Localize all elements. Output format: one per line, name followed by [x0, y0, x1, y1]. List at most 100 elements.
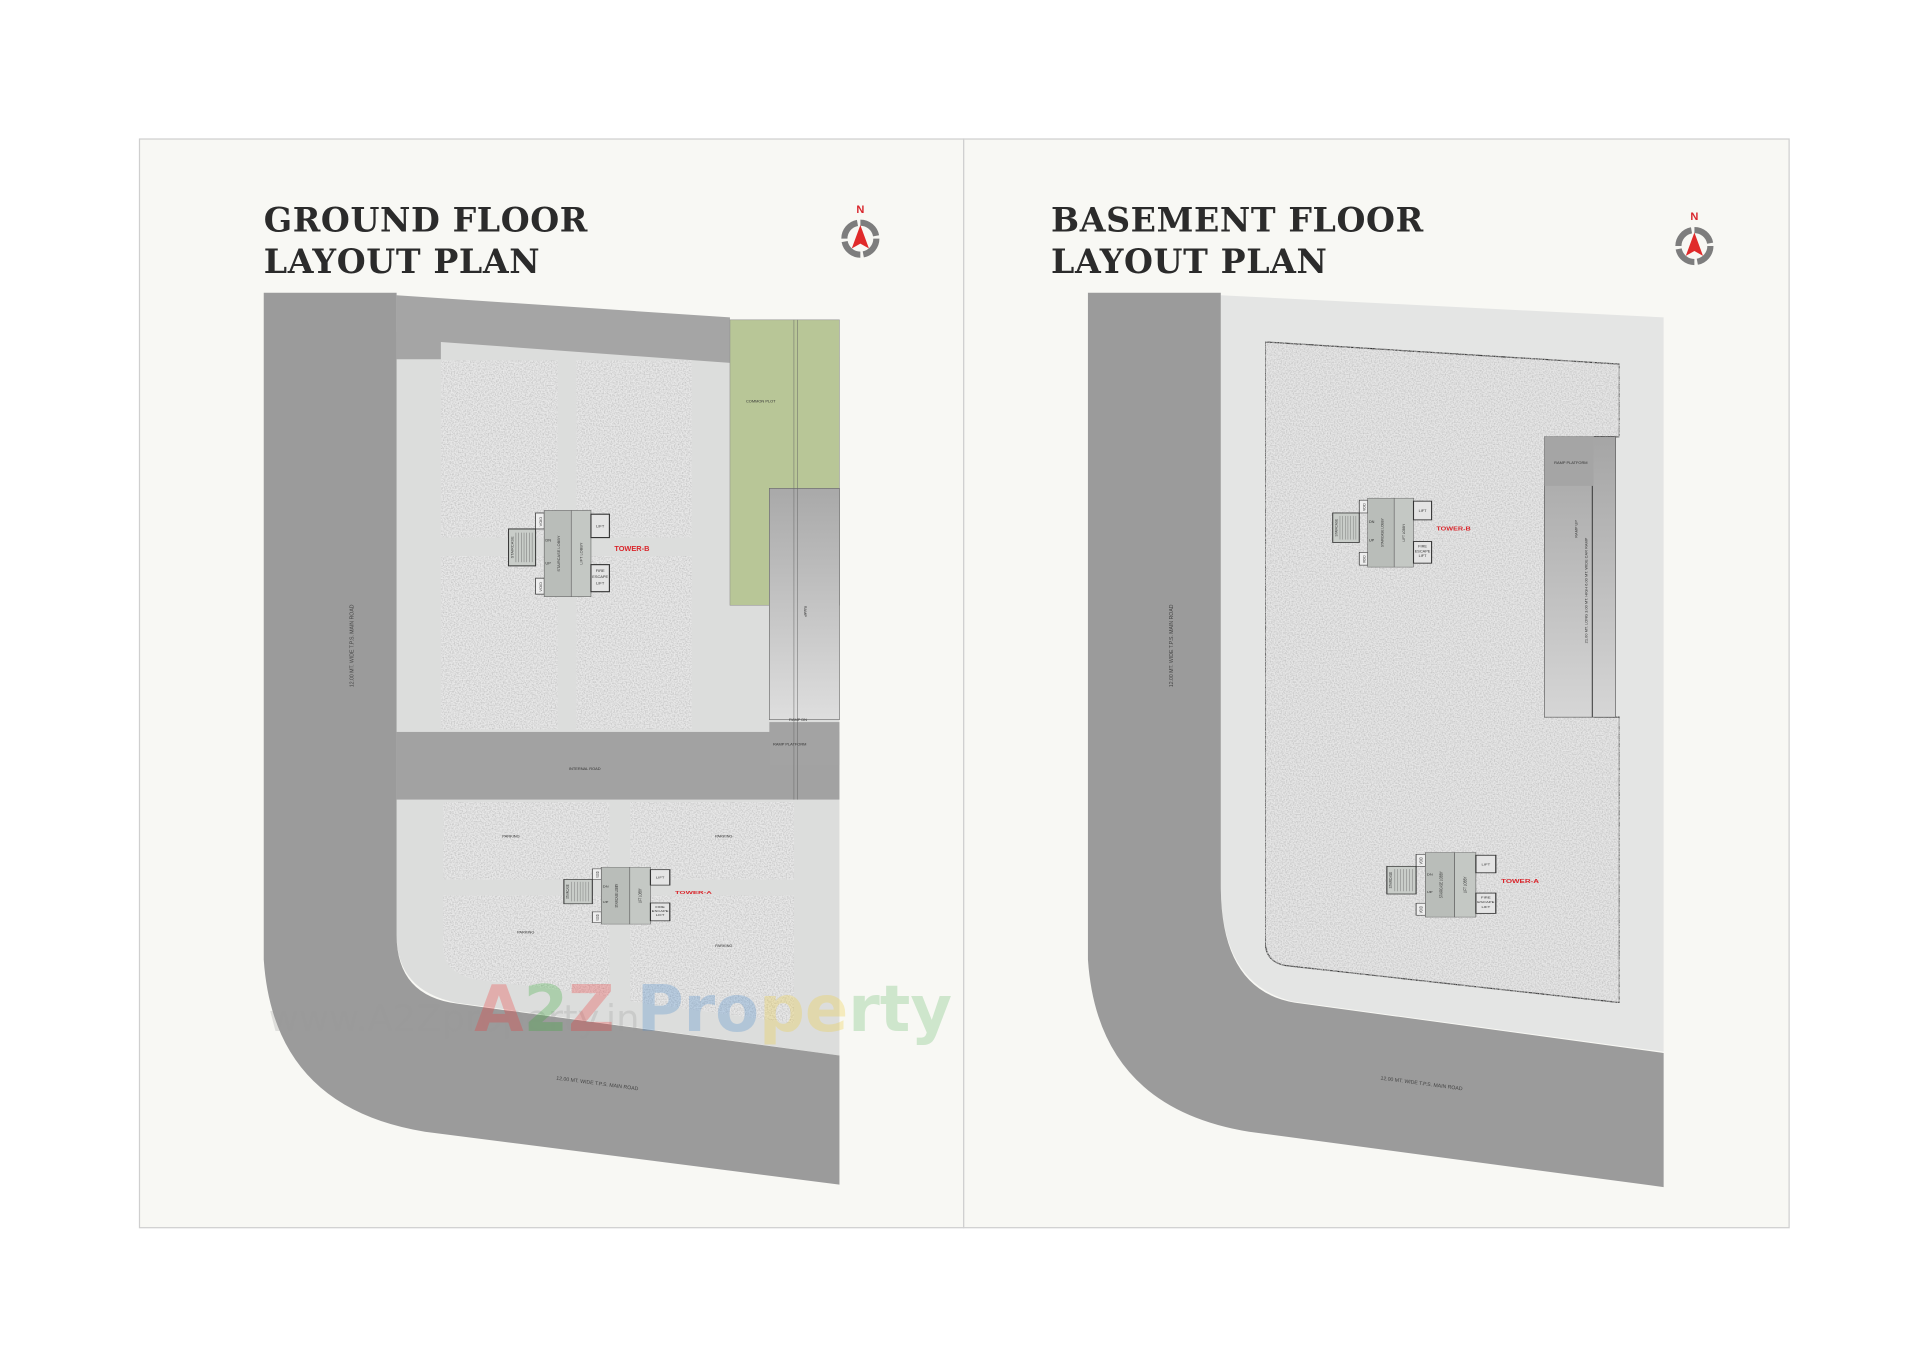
tower-a-blocks: [443, 802, 794, 1024]
tower-label: TOWER-B: [1436, 526, 1471, 532]
main-road: [1087, 292, 1664, 1188]
fire-escape-lift-label: FIRE: [655, 906, 665, 909]
lift-lobby-label: LIFT LOBBY: [1402, 523, 1406, 541]
fire-escape-lift-label: ESCAPE: [1477, 901, 1495, 904]
fire-escape-lift: [590, 564, 610, 593]
void-label: VOID: [1362, 555, 1366, 563]
basement-title-line1: BASEMENT FLOOR: [1051, 200, 1424, 239]
lift-label: LIFT: [1481, 863, 1491, 866]
internal-road: [396, 731, 840, 800]
void-label: VOID: [595, 914, 600, 921]
staircase-lobby: [543, 510, 572, 597]
basement-road-side-label: 12.00 MT. WIDE T.P.S. MAIN ROAD: [1169, 604, 1175, 687]
basement-ramp-platform: [1544, 436, 1594, 486]
lift: [1412, 500, 1433, 521]
staircase-lobby: [1425, 852, 1455, 918]
ground-title-line2: LAYOUT PLAN: [264, 242, 540, 281]
lift-lobby: [1393, 497, 1414, 568]
fire-escape-lift: [1475, 892, 1497, 914]
tower-b-blocks: [440, 360, 692, 730]
fire-escape-lift: [1412, 541, 1433, 564]
fire-escape-lift-label: LIFT: [1419, 555, 1428, 559]
lift-lobby-label: LIFT LOBBY: [578, 542, 583, 565]
fire-escape-lift-label: ESCAPE: [1415, 550, 1431, 554]
staircase-lobby: [601, 867, 631, 925]
dn-label: DN: [603, 885, 610, 888]
fire-escape-lift-label: FIRE: [1418, 545, 1427, 549]
void-label: VOID: [1419, 906, 1424, 913]
staircase: [563, 879, 593, 905]
tower-a-core: STAIRCASE VOID VOID STAIRCASE LOBBY DN UP LIFT…: [1386, 852, 1539, 918]
staircase-lobby-label: STAIRCASE LOBBY: [1439, 871, 1444, 898]
lift-lobby-label: LIFT LOBBY: [1463, 876, 1468, 893]
north-arrow-icon: N: [841, 204, 880, 258]
parking-label: PARKING: [715, 943, 732, 948]
basement-title-line2: LAYOUT PLAN: [1051, 242, 1328, 281]
north-arrow-icon: N: [1675, 211, 1714, 266]
tower-label: TOWER-A: [1501, 879, 1539, 885]
lift: [1475, 854, 1497, 874]
tower-a-core: STAIRCASE VOID VOID STAIRCASE LOBBY DN UP LIFT…: [563, 867, 712, 925]
fire-escape-lift-label: LIFT: [656, 914, 666, 917]
up-label: UP: [1427, 891, 1434, 894]
internal-road-label: INTERNAL ROAD: [569, 766, 601, 771]
void-label: VOID: [595, 871, 600, 878]
parking-label: PARKING: [715, 834, 732, 839]
parking-label: PARKING: [502, 834, 519, 839]
watermark-logo: www.A2Zproperty.in A2Z Property: [269, 973, 952, 1047]
ramp: [769, 488, 840, 720]
up-label: UP: [603, 901, 610, 904]
staircase-label: STAIRCASE: [1334, 518, 1338, 536]
ground-title-line1: GROUND FLOOR: [264, 200, 588, 239]
lift: [590, 513, 610, 539]
lift-lobby-label: LIFT LOBBY: [638, 888, 643, 903]
ramp-dn-label: RAMP DN: [789, 717, 807, 722]
void-label: VOID: [1419, 857, 1424, 864]
fire-escape-lift-label: LIFT: [596, 580, 605, 585]
dn-label: DN: [545, 537, 551, 542]
ramp-up-label: RAMP UP: [1574, 520, 1579, 538]
watermark-url: www.A2Zproperty.in: [269, 997, 640, 1040]
staircase: [1332, 512, 1360, 543]
void-label: VOID: [538, 517, 543, 527]
void-label: VOID: [1362, 503, 1366, 511]
fire-escape-lift-label: ESCAPE: [652, 910, 670, 913]
fire-escape-lift-label: FIRE: [1481, 896, 1491, 899]
lift-lobby: [1454, 852, 1477, 918]
dn-label: DN: [1427, 873, 1434, 876]
staircase-lobby-label: STAIRCASE LOBBY: [556, 535, 561, 571]
lift-lobby: [629, 867, 651, 925]
ground-floor-panel: GROUND FLOOR LAYOUT PLAN N 12.00 MT. WID…: [138, 138, 965, 1229]
dn-label: DN: [1369, 520, 1375, 524]
ground-road-side-label: 12.00 MT. WIDE T.P.S. MAIN ROAD: [350, 604, 356, 687]
up-label: UP: [545, 561, 551, 566]
ramp-platform-label: RAMP PLATFORM: [773, 741, 806, 746]
fire-escape-lift: [649, 902, 671, 922]
tower-label: TOWER-B: [614, 544, 649, 553]
lift-label: LIFT: [596, 524, 605, 529]
fire-escape-lift-label: ESCAPE: [592, 574, 608, 579]
staircase: [508, 528, 537, 567]
north-label: N: [856, 204, 864, 216]
ramp-platform: [769, 722, 840, 766]
north-label: N: [1690, 211, 1698, 223]
staircase-label: STAIRCASE: [565, 884, 570, 899]
lift-lobby: [570, 510, 592, 597]
parking-label: PARKING: [517, 930, 534, 935]
main-road: [263, 292, 840, 1185]
staircase-lobby: [1367, 497, 1395, 568]
common-plot-label: COMMON PLOT: [746, 398, 776, 403]
staircase-label: STAIRCASE: [1389, 871, 1394, 888]
watermark-text: A2Z Property: [474, 973, 952, 1047]
tower-label: TOWER-A: [675, 890, 712, 895]
basement-floor-panel: BASEMENT FLOOR LAYOUT PLAN N 12.00 MT. W…: [963, 138, 1790, 1229]
fire-escape-lift-label: LIFT: [1481, 905, 1491, 908]
staircase-label: STAIRCASE: [509, 536, 514, 558]
staircase: [1386, 865, 1417, 895]
ramp-spec-label: 21.00 MT. LONG 3.00 MT. HIGH 6.00 MT. WI…: [1583, 537, 1588, 643]
lift: [649, 869, 671, 886]
ramp-label: RAMP: [803, 606, 808, 618]
staircase-lobby-label: STAIRCASE LOBBY: [615, 883, 620, 907]
